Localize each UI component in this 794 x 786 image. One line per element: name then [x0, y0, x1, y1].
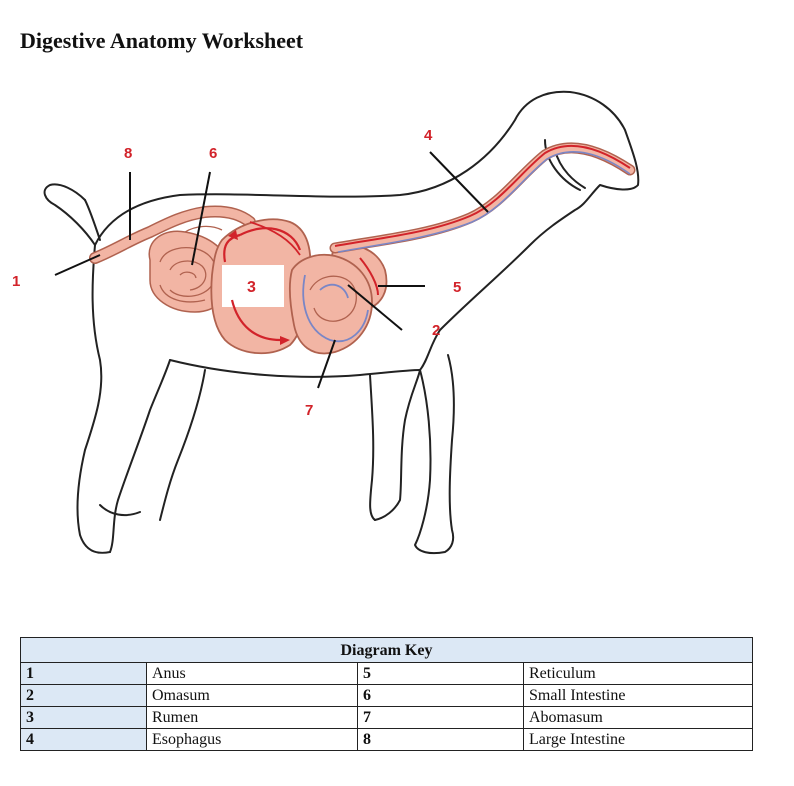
label-7: 7 — [305, 402, 313, 419]
key-number: 5 — [357, 662, 524, 685]
key-term: Anus — [146, 662, 358, 685]
omasum-abomasum-shape — [288, 253, 373, 355]
key-number: 1 — [20, 662, 147, 685]
label-2: 2 — [432, 322, 440, 339]
label-1: 1 — [12, 273, 20, 290]
key-term: Rumen — [146, 706, 358, 729]
page-title: Digestive Anatomy Worksheet — [20, 28, 304, 53]
label-3: 3 — [247, 279, 256, 296]
key-number: 4 — [20, 728, 147, 751]
label-5: 5 — [453, 279, 461, 296]
key-term: Reticulum — [523, 662, 753, 685]
key-term: Large Intestine — [523, 728, 753, 751]
key-header: Diagram Key — [20, 637, 753, 663]
diagram-key-table: Diagram Key 1 Anus 5 Reticulum 2 Omasum … — [20, 637, 753, 751]
label-8: 8 — [124, 145, 132, 162]
key-row: 1 Anus 5 Reticulum — [20, 662, 753, 685]
goat-digestive-diagram: 1 2 3 4 5 6 7 8 — [12, 90, 640, 555]
key-row: 3 Rumen 7 Abomasum — [20, 706, 753, 729]
key-row: 2 Omasum 6 Small Intestine — [20, 684, 753, 707]
key-number: 2 — [20, 684, 147, 707]
key-term: Omasum — [146, 684, 358, 707]
label-4: 4 — [424, 127, 433, 144]
key-number: 3 — [20, 706, 147, 729]
key-number: 8 — [357, 728, 524, 751]
key-row: 4 Esophagus 8 Large Intestine — [20, 728, 753, 751]
leader-lines — [54, 151, 489, 389]
label-6: 6 — [209, 145, 217, 162]
key-term: Esophagus — [146, 728, 358, 751]
key-term: Abomasum — [523, 706, 753, 729]
key-term: Small Intestine — [523, 684, 753, 707]
key-number: 6 — [357, 684, 524, 707]
key-number: 7 — [357, 706, 524, 729]
esophagus-shape — [329, 142, 636, 254]
